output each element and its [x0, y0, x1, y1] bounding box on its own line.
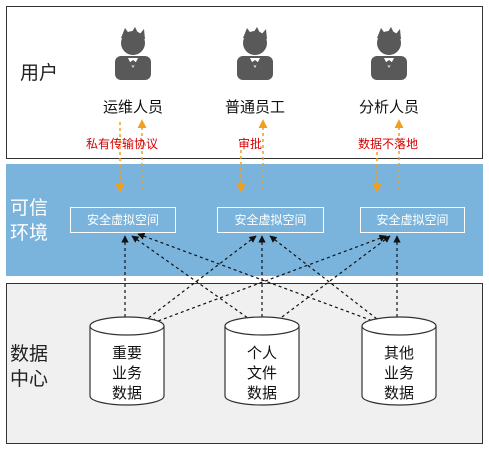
database-cylinder [361, 316, 437, 406]
database-label-personal: 个人 文件 数据 [246, 344, 277, 402]
person-icon [237, 27, 273, 80]
secure-virtual-space[interactable]: 安全虚拟空间 [217, 207, 324, 233]
database-cylinder [89, 316, 165, 406]
database-cylinder [224, 316, 300, 406]
link-arrow [269, 235, 391, 327]
link-arrow [149, 234, 387, 326]
trusted-environment-label: 可信 环境 [10, 197, 49, 244]
secure-virtual-space[interactable]: 安全虚拟空间 [360, 207, 465, 233]
role-label-ops: 运维人员 [102, 98, 163, 116]
data-access-arrows [121, 232, 401, 330]
data-center-label: 数据 中心 [10, 343, 49, 390]
role-label-analyst: 分析人员 [358, 98, 419, 116]
user-band [6, 6, 483, 159]
link-arrow [137, 235, 257, 327]
secure-virtual-space[interactable]: 安全虚拟空间 [70, 207, 176, 233]
database-label-core: 重要 业务 数据 [111, 344, 142, 402]
database-label-other: 其他 业务 数据 [383, 344, 414, 402]
role-label-staff: 普通员工 [224, 98, 285, 116]
user-access-arrows [115, 119, 404, 193]
link-arrow [131, 235, 263, 329]
person-icon [115, 27, 151, 80]
protocol-label-no-landing: 数据不落地 [357, 137, 418, 151]
person-icon [371, 27, 407, 80]
user-band-label: 用户 [20, 62, 59, 84]
protocol-label-private: 私有传输协议 [85, 137, 158, 151]
protocol-label-approval: 审批 [237, 137, 262, 151]
